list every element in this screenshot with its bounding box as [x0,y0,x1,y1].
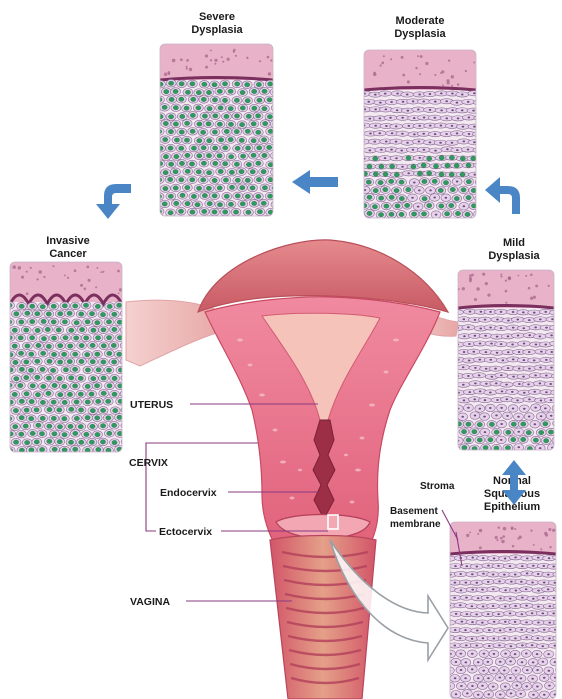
cervical-canal [313,420,335,515]
title-line: Cancer [49,248,87,260]
stage-title-severe: Severe Dysplasia [191,11,243,36]
stage-title-moderate: Moderate Dysplasia [394,15,446,40]
title-line: Epithelium [484,501,540,513]
stage-title-invasive: Invasive Cancer [46,235,89,260]
label-ectocervix: Ectocervix [159,526,212,538]
curved-arrow-down-icon [96,184,131,219]
title-line: Moderate [396,15,445,27]
vagina [270,536,376,699]
tissue-panel-mild [451,270,562,460]
arrow-left-icon [292,170,338,194]
tissue-panel-invasive [4,262,142,463]
label-cervix: CERVIX [129,457,168,469]
title-line: Invasive [46,235,89,247]
label-uterus: UTERUS [130,399,173,411]
curved-arrow-up-icon [485,177,520,214]
tissue-panel-severe [154,44,292,225]
label-stroma: Stroma [420,481,455,492]
title-line: Mild [503,237,525,249]
tissue-panel-moderate [357,50,498,226]
tissue-panel-normal [443,522,562,699]
title-line: Dysplasia [488,250,540,262]
title-line: Severe [199,11,235,23]
label-basement-line-2: membrane [390,519,441,530]
title-line: Dysplasia [394,28,446,40]
label-vagina: VAGINA [130,596,170,608]
title-line: Dysplasia [191,24,243,36]
label-basement-line-1: Basement [390,506,438,517]
stage-title-mild: Mild Dysplasia [488,237,540,262]
label-endocervix: Endocervix [160,487,217,499]
